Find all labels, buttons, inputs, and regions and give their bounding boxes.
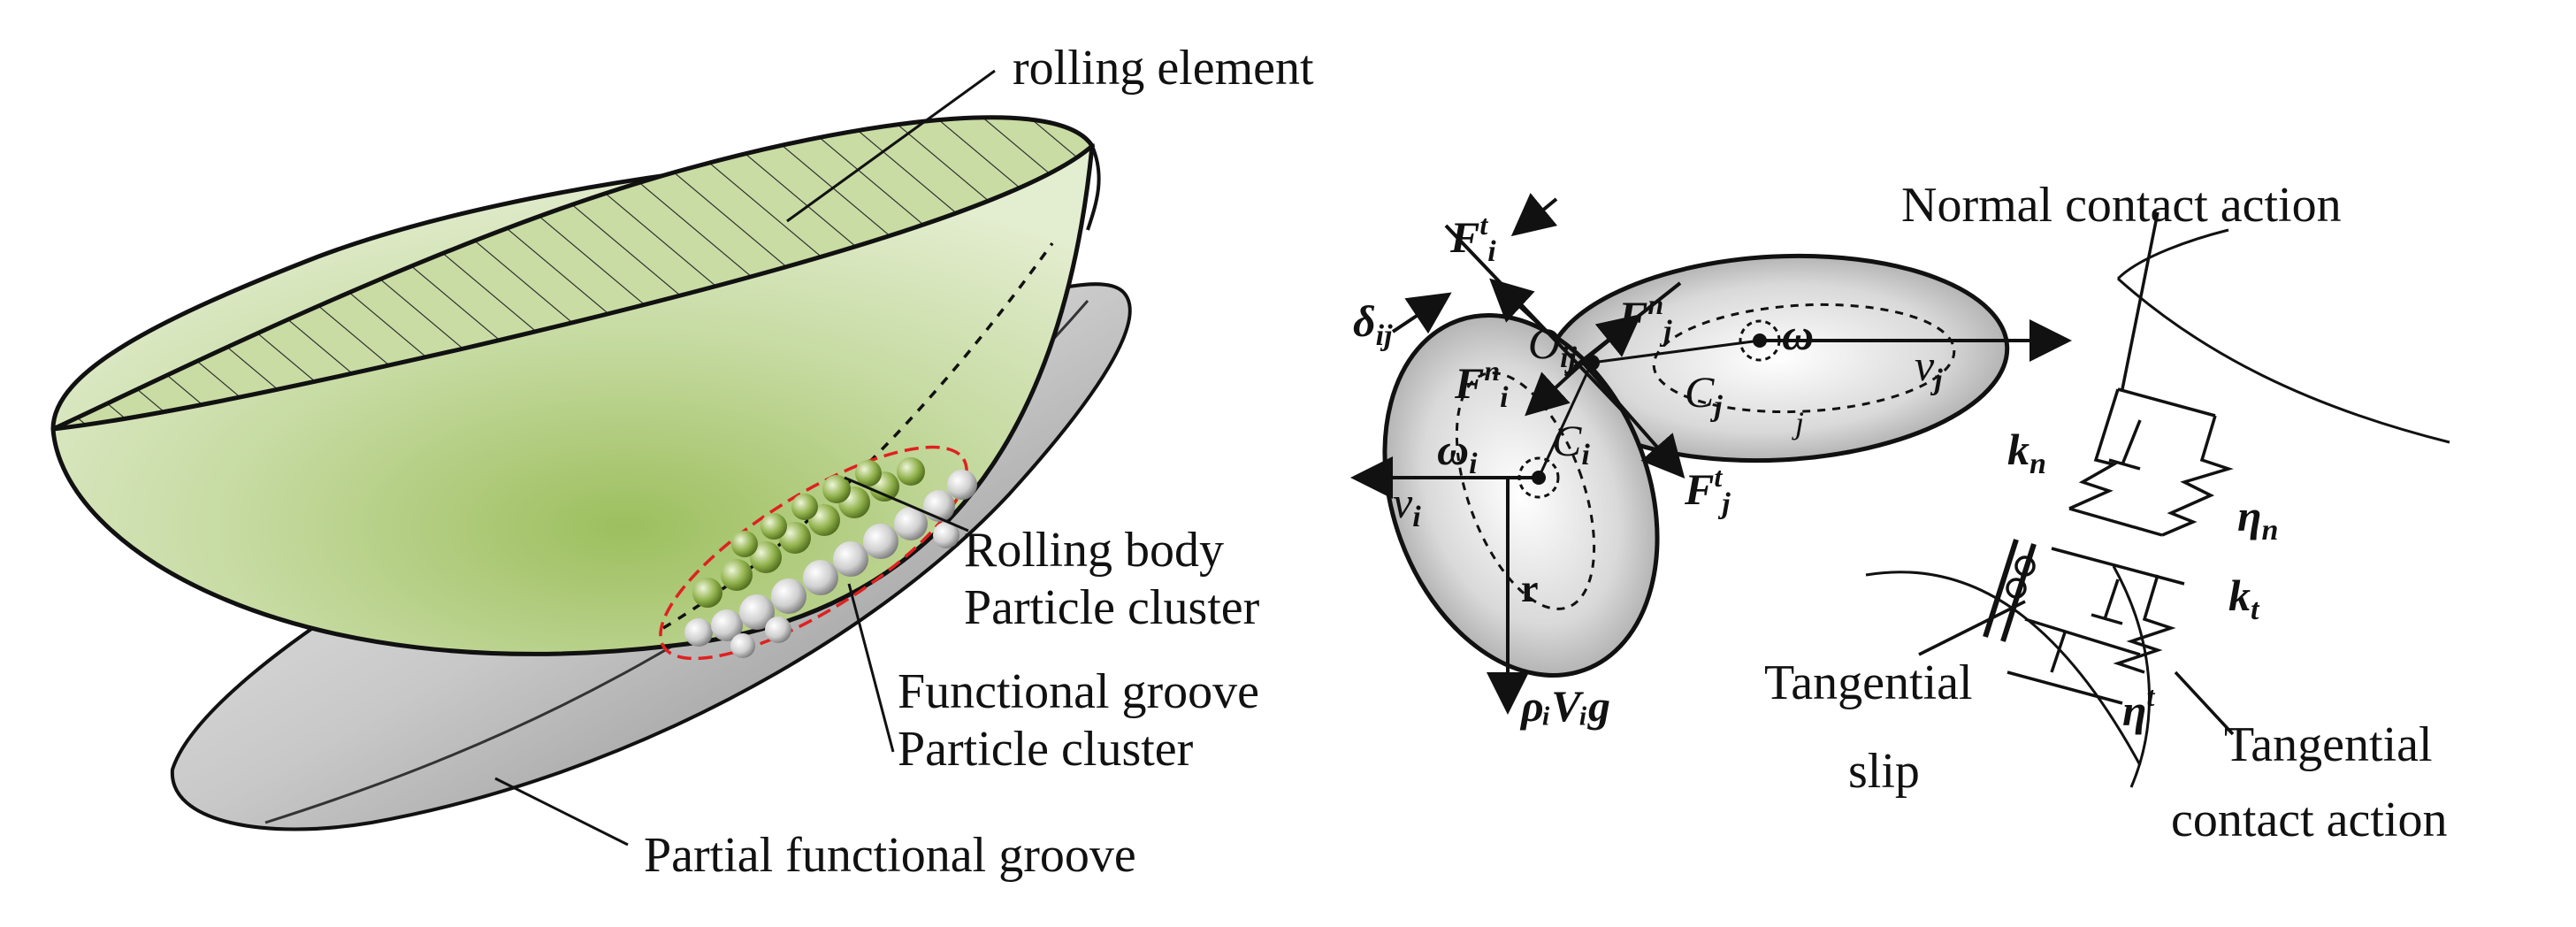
label-Fn-i: Fni [1454,355,1509,414]
label-C-j: Cj [1685,367,1723,423]
label-omega-i: ωi [1437,425,1478,480]
rolling-body-label-2: Particle cluster [964,580,1260,635]
contact-surfaces [1865,228,2450,788]
label-delta-ij: δij [1353,296,1393,352]
label-r: r [1521,567,1539,610]
contact-vectors [1350,193,2072,715]
spring-dashpot-model [1918,211,2235,736]
rolling-body-label-1: Rolling body [964,523,1224,578]
rotation-marks [1517,319,1781,499]
label-C-i: Ci [1552,416,1590,471]
label-eta-t: ηt [2122,680,2155,735]
label-v-j: vj [1915,341,1943,396]
groove-cluster-label-1: Functional groove [898,664,1259,719]
label-k-n: kn [2007,425,2046,480]
normal-contact-label: Normal contact action [1901,178,2342,233]
particle-j [1545,253,2010,464]
label-O-ij: Oij [1528,318,1578,374]
label-v-i: vi [1393,478,1421,533]
rolling-element-shape [50,115,1101,656]
groove-particles [684,470,977,658]
label-Ft-i: Fti [1449,209,1496,268]
label-gravity: ρᵢVᵢg [1519,681,1610,731]
groove-cluster-label-2: Particle cluster [898,722,1194,777]
tangential-slip-label-2: slip [1848,744,1920,799]
label-Fn-j: Fnj [1617,288,1672,348]
partial-groove-label: Partial functional groove [644,828,1136,883]
rolling-body-particles [692,457,925,608]
label-omega-j: ω [1782,310,1814,359]
rolling-element-label: rolling element [1013,41,1314,96]
tangential-contact-label-1: Tangential [2224,717,2433,772]
tangential-slip-label-1: Tangential [1764,655,1973,710]
label-j-tag: j [1792,405,1804,441]
particle-cluster [659,445,977,661]
left-leader-lines [494,69,996,847]
label-eta-n: ηn [2237,491,2278,547]
label-k-t: kt [2228,571,2260,626]
label-Ft-j: Ftj [1684,461,1731,520]
tangential-contact-label-2: contact action [2171,793,2448,847]
